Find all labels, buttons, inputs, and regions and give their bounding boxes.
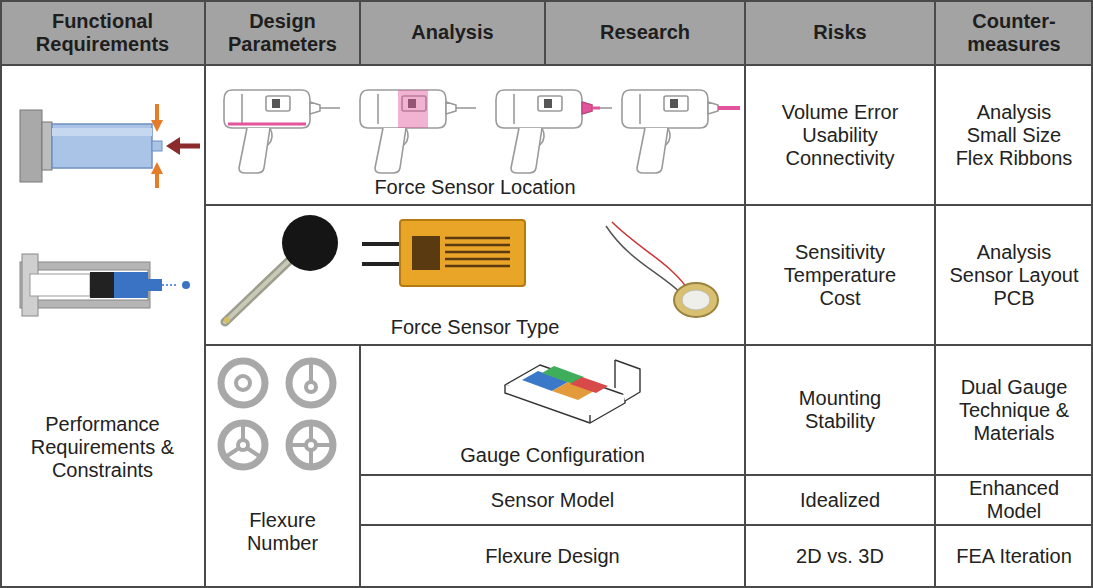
table-cell-text: Analysis xyxy=(977,101,1051,124)
column-header: Research xyxy=(600,21,690,44)
table-cell: AnalysisSensor LayoutPCB xyxy=(935,205,1093,345)
table-cell: Risks xyxy=(745,0,935,65)
table-cell: Dual Gauge Technique & Materials xyxy=(935,345,1093,475)
table-cell: Functional Requirements xyxy=(0,0,205,65)
table-cell-text: Flexure Design xyxy=(485,545,620,568)
table-cell: Sensor Model xyxy=(360,475,745,525)
table-cell-text: Connectivity xyxy=(786,147,895,170)
column-header: Counter-measures xyxy=(940,10,1088,56)
table-cell: FEA Iteration xyxy=(935,525,1093,588)
table-cell: Research xyxy=(545,0,745,65)
table-cell-text: Stability xyxy=(805,410,875,433)
table-cell-text: Gauge Configuration xyxy=(460,444,645,467)
table-cell: Design Parameters xyxy=(205,0,360,65)
table-cell-text: Force Sensor Type xyxy=(391,316,560,339)
table-cell: Gauge Configuration xyxy=(360,345,745,475)
table-cell-text: Small Size xyxy=(967,124,1061,147)
table-cell-text: Volume Error xyxy=(782,101,899,124)
table-cell-text: Cost xyxy=(819,287,860,310)
table-cell: Volume ErrorUsabilityConnectivity xyxy=(745,65,935,205)
table-cell: Counter-measures xyxy=(935,0,1093,65)
table-cell-text: Flex Ribbons xyxy=(956,147,1073,170)
table-cell: Flexure Number xyxy=(205,475,360,588)
table-cell: SensitivityTemperatureCost xyxy=(745,205,935,345)
table-cell-text: Mounting xyxy=(799,387,881,410)
table-cell-text: Flexure Number xyxy=(233,509,333,555)
table-cell: MountingStability xyxy=(745,345,935,475)
table-cell-text: Usability xyxy=(802,124,878,147)
column-header: Design Parameters xyxy=(213,10,353,56)
table-cell-text: Sensitivity xyxy=(795,241,885,264)
table-cell-text: FEA Iteration xyxy=(956,545,1072,568)
table-cell-text: Sensor Model xyxy=(491,489,614,512)
table-cell: Flexure Design xyxy=(360,525,745,588)
column-header: Analysis xyxy=(411,21,493,44)
table-cell-text: Idealized xyxy=(800,489,880,512)
table-cell-text: PCB xyxy=(993,287,1034,310)
table-cell: Idealized xyxy=(745,475,935,525)
table-cell-text: Force Sensor Location xyxy=(374,176,575,199)
table-cell: Performance Requirements & Constraints xyxy=(0,345,205,588)
table-cell: Force Sensor Location xyxy=(205,65,745,205)
table-cell: Force Sensor Type xyxy=(205,205,745,345)
table-cell-text: Enhanced Model xyxy=(939,477,1089,523)
table-cell-text: Sensor Layout xyxy=(950,264,1079,287)
column-header: Functional Requirements xyxy=(8,10,198,56)
table-cell: Analysis xyxy=(360,0,545,65)
column-header: Risks xyxy=(813,21,866,44)
table-cell-text: Dual Gauge Technique & Materials xyxy=(944,376,1084,445)
table-cell-text: Analysis xyxy=(977,241,1051,264)
table-cell: 2D vs. 3D xyxy=(745,525,935,588)
table-cell: Enhanced Model xyxy=(935,475,1093,525)
table-cell-text: 2D vs. 3D xyxy=(796,545,884,568)
table-cell-text: Performance Requirements & Constraints xyxy=(10,413,195,482)
table-cell: AnalysisSmall SizeFlex Ribbons xyxy=(935,65,1093,205)
table-cell-text: Temperature xyxy=(784,264,896,287)
